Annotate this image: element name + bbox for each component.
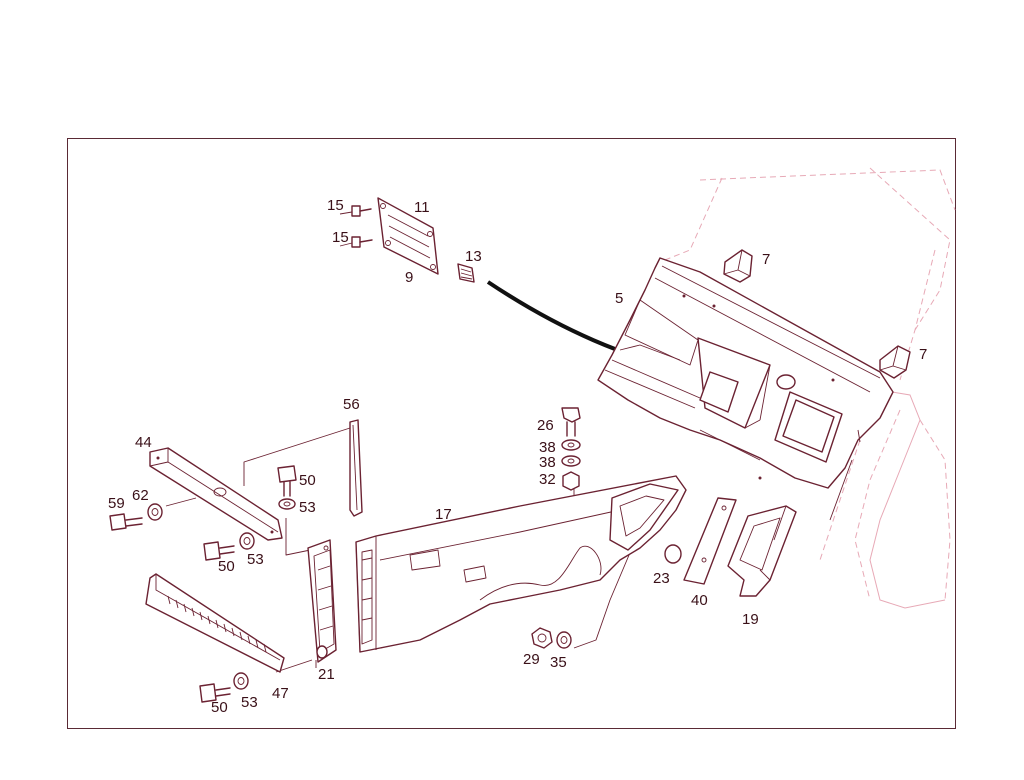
label-13: 13 <box>465 248 482 265</box>
seal-strip <box>683 497 737 585</box>
label-50-upper: 50 <box>299 472 316 489</box>
label-7-upper: 7 <box>762 251 770 268</box>
bolt-26 <box>561 407 581 437</box>
bolt-50-lower <box>199 683 231 703</box>
label-15-upper: 15 <box>327 197 344 214</box>
bolt-50-upper <box>277 465 297 497</box>
label-62: 62 <box>132 487 149 504</box>
side-frame-member <box>355 475 687 653</box>
crossmember <box>149 447 283 541</box>
label-40: 40 <box>691 592 708 609</box>
part-labels: 15 15 11 9 13 7 7 5 56 44 62 59 50 53 50… <box>108 197 927 716</box>
label-53-lower: 53 <box>241 694 258 711</box>
washer-38-lower <box>561 455 581 467</box>
label-59: 59 <box>108 495 125 512</box>
label-38-lower: 38 <box>539 454 556 471</box>
label-23: 23 <box>653 570 670 587</box>
washer-53-middle <box>239 532 255 550</box>
washer-38-upper <box>561 439 581 451</box>
label-29: 29 <box>523 651 540 668</box>
washer-53-upper <box>278 498 296 510</box>
label-9: 9 <box>405 269 413 286</box>
washer-53-lower <box>233 672 249 690</box>
bracket-7-lower <box>879 345 911 379</box>
label-19: 19 <box>742 611 759 628</box>
label-11: 11 <box>414 199 430 216</box>
nut-29 <box>531 627 553 649</box>
screw-15-lower <box>339 236 373 248</box>
label-56: 56 <box>343 396 360 413</box>
label-5: 5 <box>615 290 623 307</box>
radiator-side-frame <box>307 539 337 663</box>
support-bar <box>349 419 363 517</box>
label-53-middle: 53 <box>247 551 264 568</box>
washer-35 <box>556 631 572 649</box>
label-38-upper: 38 <box>539 439 556 456</box>
label-21: 21 <box>318 666 335 683</box>
label-7-lower: 7 <box>919 346 927 363</box>
cover-plate <box>377 197 439 275</box>
label-53-upper: 53 <box>299 499 316 516</box>
label-50-lower: 50 <box>211 699 228 716</box>
nut-32 <box>562 471 580 491</box>
bolt-50-middle <box>203 541 235 561</box>
vent-grille <box>457 263 475 283</box>
washer-62 <box>147 503 163 521</box>
firewall-panel <box>597 257 894 521</box>
label-44: 44 <box>135 434 152 451</box>
corner-bracket <box>727 505 797 597</box>
slotted-rail <box>145 573 285 673</box>
bushing-23 <box>664 544 682 564</box>
vehicle-ghost-outline <box>659 167 956 609</box>
label-50-middle: 50 <box>218 558 235 575</box>
bracket-7-upper <box>723 249 753 283</box>
label-35: 35 <box>550 654 567 671</box>
label-17: 17 <box>435 506 452 523</box>
label-32: 32 <box>539 471 556 488</box>
screw-15-upper <box>339 205 372 217</box>
label-15-lower: 15 <box>332 229 349 246</box>
label-26: 26 <box>537 417 554 434</box>
diagram-frame <box>67 138 956 729</box>
label-47: 47 <box>272 685 289 702</box>
bolt-59 <box>109 513 143 531</box>
